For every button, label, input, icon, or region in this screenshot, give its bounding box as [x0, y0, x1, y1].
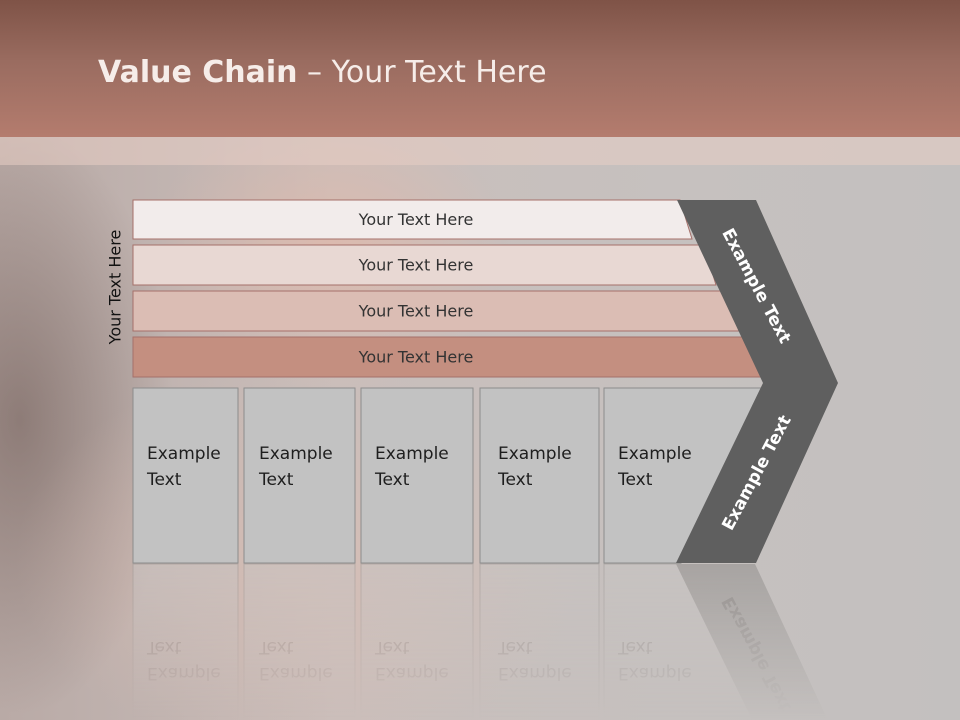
title-banner-band: [0, 137, 960, 165]
reflection-text: Example: [259, 663, 333, 683]
reflection-chevron: [676, 564, 828, 720]
slide-title-rest: – Your Text Here: [297, 55, 547, 90]
value-bar-label: Your Text Here: [358, 256, 474, 275]
value-bar: [132, 244, 717, 286]
example-box-text: Text: [617, 470, 653, 490]
slide-title-bold: Value Chain: [98, 55, 298, 90]
example-box: [479, 387, 600, 564]
example-box-text: Text: [497, 470, 533, 490]
reflection-text: Text: [146, 637, 182, 657]
value-bar-label: Your Text Here: [358, 210, 474, 229]
value-bar-label: Your Text Here: [358, 302, 474, 321]
example-box-text: Text: [146, 470, 182, 490]
example-box-text: Text: [374, 470, 410, 490]
reflection-box: [243, 563, 356, 720]
title-banner: [0, 0, 960, 137]
example-box-text: Example: [498, 444, 572, 464]
slide-title: Value Chain – Your Text Here: [98, 55, 547, 90]
value-bar: [132, 199, 693, 240]
value-bar-label: Your Text Here: [358, 348, 474, 367]
example-box-text: Example: [618, 444, 692, 464]
reflection-box: [360, 563, 474, 720]
reflection-text: Text: [617, 637, 653, 657]
reflection-text: Example: [498, 663, 572, 683]
reflection-text: Example: [147, 663, 221, 683]
example-box-text: Example: [375, 444, 449, 464]
reflection-box: [479, 563, 600, 720]
example-box-text: Example: [147, 444, 221, 464]
reflection-text: Example: [375, 663, 449, 683]
example-box-text: Example: [259, 444, 333, 464]
reflection-box: [132, 563, 239, 720]
example-box: [360, 387, 474, 564]
example-box: [243, 387, 356, 564]
reflection-text: Text: [258, 637, 294, 657]
example-box: [132, 387, 239, 564]
reflection-text: Example: [618, 663, 692, 683]
example-box-text: Text: [258, 470, 294, 490]
chevron-arrow: [676, 200, 838, 563]
reflection-text: Text: [374, 637, 410, 657]
reflection-text: Text: [497, 637, 533, 657]
